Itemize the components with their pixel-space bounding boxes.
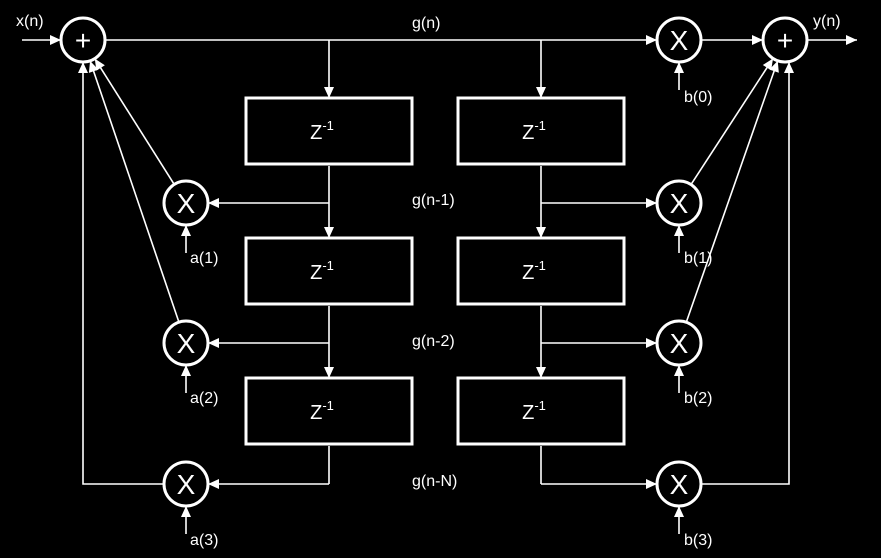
delay-left-2-rect xyxy=(244,236,414,306)
coef-b0-label: b(0) xyxy=(684,89,712,106)
multiplier-b1-symbol: X xyxy=(670,188,689,219)
coef-a3-wire-arrow xyxy=(181,506,191,517)
multiplier-b3-symbol: X xyxy=(670,469,689,500)
left-tap2-arrow xyxy=(208,338,219,348)
output-adder-circle xyxy=(761,16,809,64)
left-tap1-arrow xyxy=(208,198,219,208)
delay-right-1-rect xyxy=(456,96,626,166)
multiplier-a3-circle xyxy=(162,460,210,508)
ff-b2-arrow xyxy=(769,60,779,73)
signal-wires xyxy=(22,35,857,534)
fb-a1 xyxy=(94,58,175,185)
ff-b1-arrow xyxy=(762,58,774,71)
multiplier-b0: X xyxy=(655,16,703,64)
multiplier-a3-symbol: X xyxy=(177,469,196,500)
multiplier-a1-circle xyxy=(162,179,210,227)
labels: x(n) y(n) g(n) g(n-1) g(n-2) g(n-N) a(1)… xyxy=(16,13,841,549)
input-adder: + xyxy=(59,16,107,64)
right-d1-down-arrow xyxy=(536,227,546,238)
coef-b0-wire-arrow xyxy=(674,62,684,73)
delay-left-3: Z-1 xyxy=(244,376,414,446)
input-wire-arrow xyxy=(50,35,61,45)
fb-a2 xyxy=(89,60,180,323)
gN-label: g(n-N) xyxy=(412,473,457,490)
ff-b3-arrow xyxy=(784,62,794,73)
g1-label: g(n-1) xyxy=(412,192,455,209)
multiplier-b3-circle xyxy=(655,460,703,508)
left-d1-down-arrow xyxy=(324,227,334,238)
fb-a2-arrow xyxy=(88,60,99,73)
delay-left-2: Z-1 xyxy=(244,236,414,306)
multiplier-b2-symbol: X xyxy=(670,328,689,359)
coef-a1-wire-arrow xyxy=(181,225,191,236)
multiplier-a3: X xyxy=(162,460,210,508)
multiplier-a1-symbol: X xyxy=(177,188,196,219)
output-adder: + xyxy=(761,16,809,64)
ff-b2 xyxy=(685,60,779,323)
coef-a2-label: a(2) xyxy=(190,390,218,407)
delay-right-1: Z-1 xyxy=(456,96,626,166)
right-tap0-arrow xyxy=(536,87,546,98)
multiplier-b2: X xyxy=(655,319,703,367)
multiplier-a2: X xyxy=(162,319,210,367)
coef-b2-label: b(2) xyxy=(684,390,712,407)
fb-a3 xyxy=(82,62,164,485)
coef-a2-wire-arrow xyxy=(181,365,191,376)
coef-b2-wire-arrow xyxy=(674,365,684,376)
multiplier-b1-circle xyxy=(655,179,703,227)
g-bus-arrow xyxy=(646,35,657,45)
coef-b3-wire-arrow xyxy=(674,506,684,517)
ff-b3 xyxy=(701,62,790,485)
ff-b1 xyxy=(690,58,774,185)
left-tap3-arrow xyxy=(208,479,219,489)
g2-label: g(n-2) xyxy=(412,333,455,350)
delay-right-3: Z-1 xyxy=(456,376,626,446)
multiplier-b1: X xyxy=(655,179,703,227)
coef-a3-label: a(3) xyxy=(190,532,218,549)
left-d2-down-arrow xyxy=(324,367,334,378)
delay-right-2: Z-1 xyxy=(456,236,626,306)
fb-a3-arrow xyxy=(78,62,88,73)
output-label: y(n) xyxy=(813,13,841,30)
output-wire-arrow xyxy=(846,35,857,45)
left-tap0-arrow xyxy=(324,87,334,98)
coef-b1-wire-arrow xyxy=(674,225,684,236)
multiplier-b2-circle xyxy=(655,319,703,367)
delay-right-3-rect xyxy=(456,376,626,446)
right-tap3-arrow xyxy=(646,479,657,489)
coef-b3-label: b(3) xyxy=(684,532,712,549)
multiplier-a1: X xyxy=(162,179,210,227)
input-adder-circle xyxy=(59,16,107,64)
multiplier-b3: X xyxy=(655,460,703,508)
right-tap1-arrow xyxy=(646,198,657,208)
fb-a1-arrow xyxy=(94,58,105,71)
coef-b1-label: b(1) xyxy=(684,250,712,267)
delay-left-1-rect xyxy=(244,96,414,166)
multiplier-a2-symbol: X xyxy=(177,328,196,359)
coef-a1-label: a(1) xyxy=(190,250,218,267)
right-tap2-arrow xyxy=(646,338,657,348)
multiplier-b0-circle xyxy=(655,16,703,64)
delay-left-1: Z-1 xyxy=(244,96,414,166)
multiplier-a2-circle xyxy=(162,319,210,367)
delay-left-3-rect xyxy=(244,376,414,446)
output-adder-symbol: + xyxy=(777,25,793,56)
multiplier-b0-symbol: X xyxy=(670,25,689,56)
delay-right-2-rect xyxy=(456,236,626,306)
b0-to-sum-arrow xyxy=(752,35,763,45)
g0-label: g(n) xyxy=(412,15,440,32)
input-adder-symbol: + xyxy=(75,25,91,56)
input-label: x(n) xyxy=(16,13,44,30)
right-d2-down-arrow xyxy=(536,367,546,378)
